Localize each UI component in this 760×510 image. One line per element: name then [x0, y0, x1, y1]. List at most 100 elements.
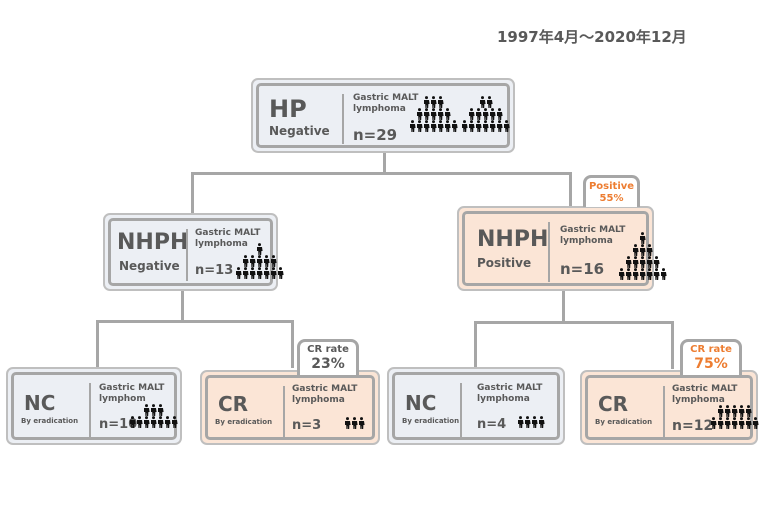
- person-icon: [475, 108, 482, 120]
- person-icon: [717, 405, 724, 417]
- disease-line1: Gastric MALT: [353, 93, 419, 103]
- person-icon: [461, 120, 468, 132]
- disease-line2: lymphoma: [195, 239, 248, 249]
- person-icon: [646, 244, 653, 256]
- person-icon: [344, 417, 351, 429]
- person-icon: [270, 267, 277, 279]
- person-icon: [489, 120, 496, 132]
- node-title: NC: [405, 391, 437, 415]
- person-icon: [249, 267, 256, 279]
- disease-line1: Gastric MALT: [672, 384, 738, 394]
- person-icon: [660, 268, 667, 280]
- person-icon: [242, 267, 249, 279]
- node-nhph-negative: NHPH Negative Gastric MALT lymphoma n=13: [103, 213, 284, 291]
- positive-rate-tag: Positive 55%: [583, 175, 640, 207]
- person-icon: [171, 416, 178, 428]
- people-pyramid-icon: [461, 96, 510, 132]
- person-icon: [423, 120, 430, 132]
- person-icon: [482, 108, 489, 120]
- node-nc-right: NC By eradication Gastric MALT lymphoma …: [387, 367, 565, 445]
- disease-line2: lymphoma: [560, 236, 613, 246]
- connector-l1-horizontal: [191, 172, 571, 175]
- node-count: n=13: [195, 263, 234, 278]
- people-group-icon: [710, 405, 759, 429]
- node-cr-right: CR By eradication Gastric MALT lymphoma …: [580, 370, 759, 445]
- person-icon: [496, 120, 503, 132]
- people-pyramid-icon: [235, 243, 284, 279]
- person-icon: [164, 416, 171, 428]
- node-disease: Gastric MALT lymphoma: [292, 384, 357, 406]
- node-title: NHPH: [117, 230, 189, 255]
- person-icon: [430, 120, 437, 132]
- person-icon: [468, 120, 475, 132]
- node-divider: [548, 222, 550, 282]
- node-subtitle: Negative: [119, 259, 180, 273]
- person-icon: [143, 404, 150, 416]
- person-icon: [639, 268, 646, 280]
- period-label: 1997年4月～2020年12月: [497, 28, 687, 46]
- disease-line2: lymphoma: [672, 395, 725, 405]
- person-icon: [738, 417, 745, 429]
- person-icon: [437, 108, 444, 120]
- people-row: [710, 417, 759, 429]
- node-nhph-positive: NHPH Positive Gastric MALT lymphoma n=16: [457, 206, 667, 291]
- person-icon: [444, 120, 451, 132]
- person-icon: [731, 417, 738, 429]
- person-icon: [639, 232, 646, 244]
- node-title: HP: [269, 95, 307, 123]
- disease-line2: lymphom: [99, 394, 146, 404]
- person-icon: [625, 256, 632, 268]
- person-icon: [150, 416, 157, 428]
- tag-label: CR rate: [307, 344, 349, 355]
- person-icon: [136, 416, 143, 428]
- people-group-icon: [129, 404, 178, 428]
- person-icon: [531, 416, 538, 428]
- person-icon: [242, 255, 249, 267]
- people-row: [618, 268, 667, 280]
- node-count: n=12: [672, 418, 714, 434]
- connector-l1-right-down: [569, 172, 572, 207]
- node-disease: Gastric MALT lymphoma: [195, 228, 260, 250]
- people-row: [468, 108, 503, 120]
- node-divider: [186, 229, 188, 281]
- person-icon: [430, 96, 437, 108]
- node-disease: Gastric MALT lymphom: [99, 383, 164, 405]
- people-row: [717, 405, 752, 417]
- people-row: [625, 256, 660, 268]
- person-icon: [486, 96, 493, 108]
- people-row: [143, 404, 164, 416]
- node-divider: [663, 386, 665, 438]
- people-row: [416, 108, 451, 120]
- person-icon: [416, 120, 423, 132]
- person-icon: [263, 255, 270, 267]
- people-row: [423, 96, 444, 108]
- person-icon: [632, 268, 639, 280]
- node-title: NHPH: [477, 227, 549, 252]
- connector-root-down: [383, 152, 386, 174]
- tag-label: Positive: [588, 181, 635, 192]
- node-hp-negative: HP Negative Gastric MALT lymphoma n=29: [251, 78, 515, 153]
- node-count: n=3: [292, 418, 322, 433]
- node-subtitle: By eradication: [215, 418, 273, 426]
- connector-l2-left-a: [96, 320, 99, 368]
- connector-l2-left-horizontal: [96, 320, 294, 323]
- people-row: [632, 244, 653, 256]
- person-icon: [270, 255, 277, 267]
- person-icon: [745, 405, 752, 417]
- person-icon: [475, 120, 482, 132]
- people-row: [344, 417, 365, 429]
- connector-l2-right-down: [562, 289, 565, 323]
- tag-value: 23%: [311, 356, 345, 372]
- person-icon: [653, 256, 660, 268]
- person-icon: [503, 120, 510, 132]
- person-icon: [444, 108, 451, 120]
- node-disease: Gastric MALT lymphoma: [477, 383, 542, 405]
- person-icon: [752, 417, 759, 429]
- person-icon: [745, 417, 752, 429]
- person-icon: [496, 108, 503, 120]
- person-icon: [482, 120, 489, 132]
- person-icon: [538, 416, 545, 428]
- person-icon: [724, 417, 731, 429]
- node-cr-left: CR By eradication Gastric MALT lymphoma …: [200, 370, 380, 445]
- people-row: [242, 255, 277, 267]
